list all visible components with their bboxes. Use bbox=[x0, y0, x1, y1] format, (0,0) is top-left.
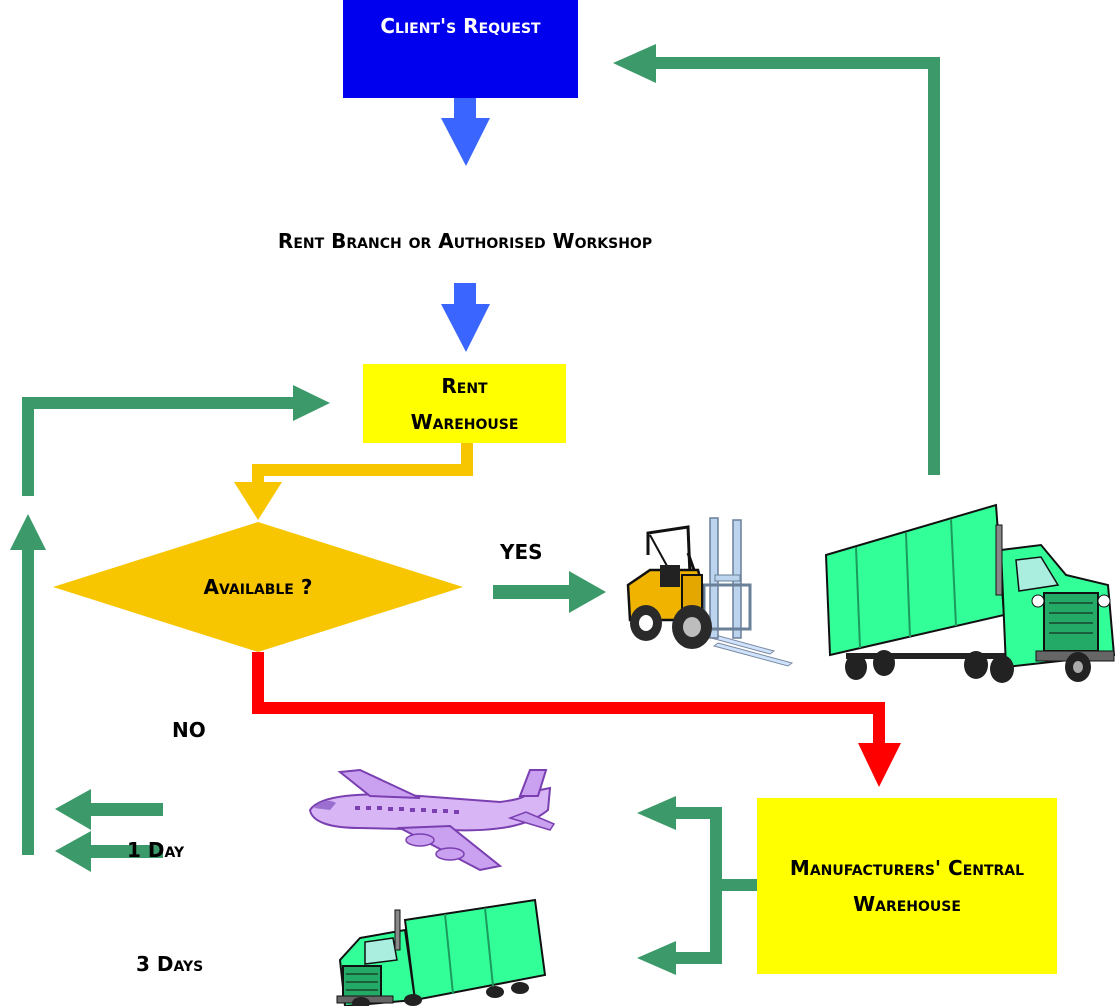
manufacturers-label-box: Manufacturers' Central Warehouse bbox=[757, 798, 1057, 974]
arrow-manufacturers-split bbox=[637, 796, 757, 975]
arrow-3-days bbox=[55, 831, 163, 872]
arrow-left-column-up bbox=[10, 514, 46, 855]
client-request-box bbox=[343, 0, 578, 98]
rent-warehouse-box bbox=[363, 364, 566, 443]
arrow-branch-to-warehouse bbox=[441, 283, 490, 352]
rent-warehouse-label: Rent Warehouse bbox=[410, 373, 519, 434]
yes-label: YES bbox=[500, 540, 543, 564]
available-label-box: Available ? bbox=[120, 567, 396, 607]
three-days-label: 3 Days bbox=[136, 952, 204, 976]
manufacturers-label: Manufacturers' Central Warehouse bbox=[789, 856, 1025, 916]
arrow-truck-to-client bbox=[613, 44, 940, 475]
truck-icon bbox=[824, 503, 1115, 683]
available-decision bbox=[53, 522, 463, 652]
arrow-warehouse-to-decision bbox=[234, 443, 473, 520]
airplane-icon bbox=[308, 768, 556, 872]
arrow-client-to-branch bbox=[441, 98, 490, 166]
arrow-no-to-manufacturers bbox=[252, 652, 901, 787]
arrow-1-day bbox=[55, 789, 163, 830]
available-label: Available ? bbox=[203, 575, 313, 599]
rent-branch-label-box: Rent Branch or Authorised Workshop bbox=[270, 204, 660, 278]
manufacturers-warehouse-box bbox=[757, 798, 1057, 974]
arrow-yes-to-forklift bbox=[493, 571, 606, 613]
rent-warehouse-label-box: Rent Warehouse bbox=[363, 364, 566, 443]
rent-branch-label: Rent Branch or Authorised Workshop bbox=[277, 229, 653, 253]
truck-icon bbox=[336, 898, 547, 1006]
arrow-return-to-warehouse bbox=[22, 385, 330, 496]
client-request-label-box: Client's Request bbox=[343, 6, 578, 46]
one-day-label: 1 Day bbox=[127, 838, 185, 862]
forklift-icon bbox=[626, 517, 794, 667]
client-request-label: Client's Request bbox=[380, 14, 541, 38]
no-label: NO bbox=[172, 718, 206, 742]
